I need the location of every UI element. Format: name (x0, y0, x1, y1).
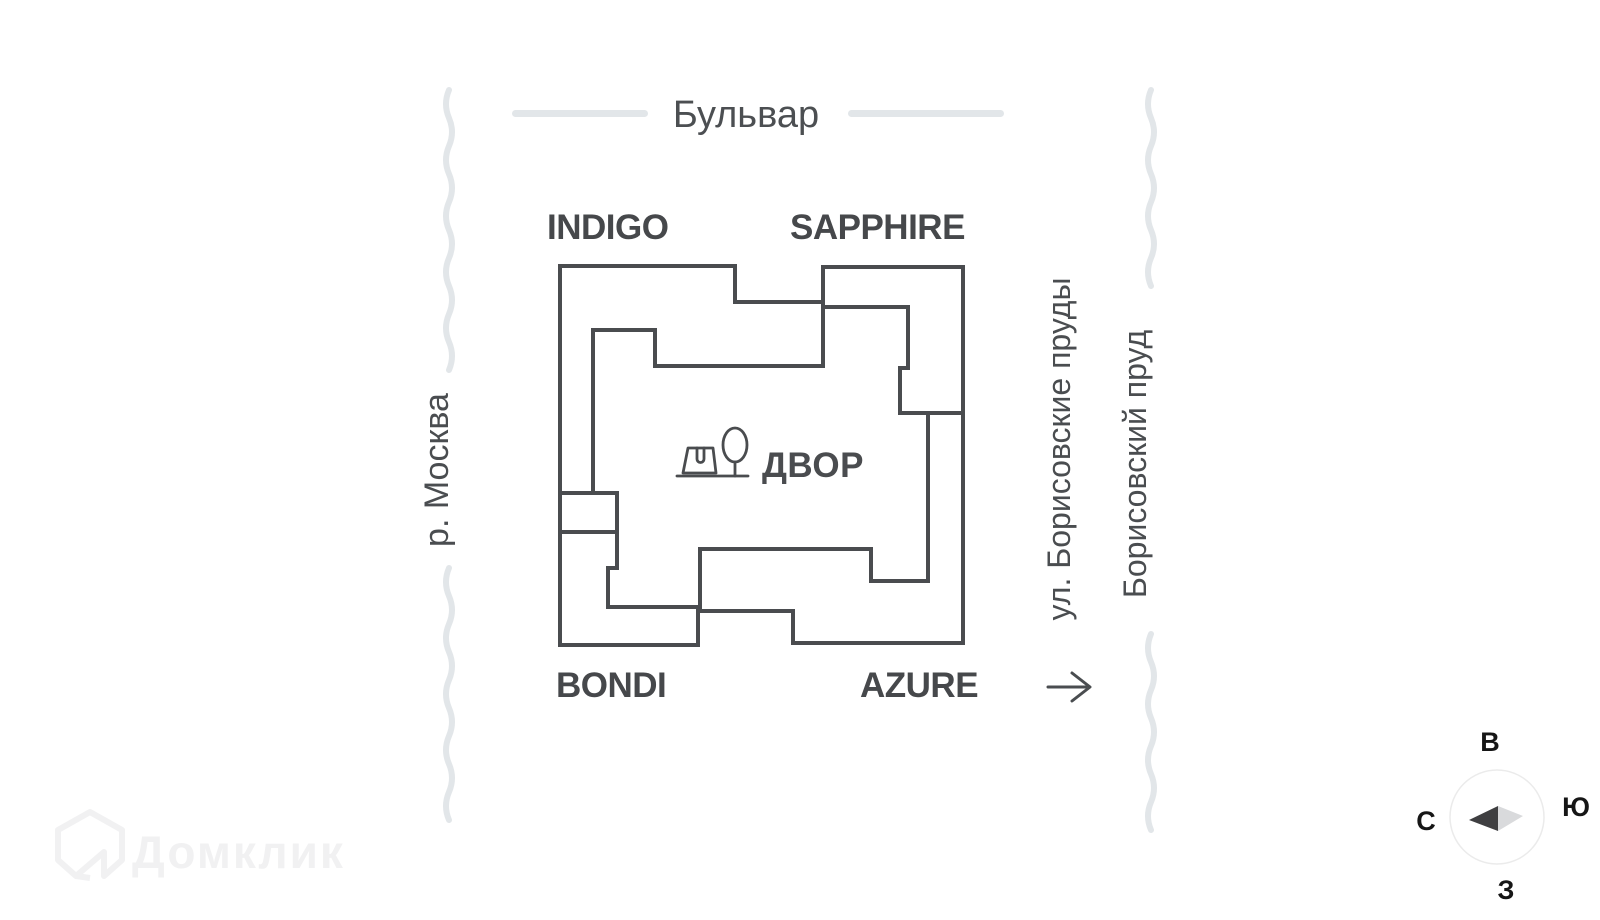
pond-wavy-line-bottom (1145, 631, 1157, 833)
watermark-label: Домклик (132, 826, 345, 878)
compass-south-label: Ю (1562, 792, 1590, 822)
swing-frame (681, 446, 718, 475)
building-azure-shape[interactable] (698, 411, 965, 645)
courtyard-label: ДВОР (762, 446, 864, 485)
boulevard-label: Бульвар (673, 94, 819, 136)
building-bondi-label: BONDI (556, 666, 666, 705)
compass-needle-light (1498, 806, 1523, 831)
residential-complex-map: INDIGO SAPPHIRE BONDI AZURE ДВОР (547, 208, 979, 705)
building-sapphire-label: SAPPHIRE (790, 208, 965, 247)
boulevard-line-right (848, 110, 1004, 117)
compass: В Ю С З (1416, 727, 1590, 905)
building-sapphire-shape[interactable] (821, 265, 965, 415)
boulevard-line-left (512, 110, 648, 117)
boulevard: Бульвар (512, 94, 1004, 136)
swing-seat (695, 446, 706, 464)
river-wavy-line-bottom (443, 565, 455, 823)
compass-east-label: В (1480, 727, 1500, 757)
street-direction-arrow-icon (1046, 671, 1092, 703)
river-label: р. Москва (418, 393, 456, 547)
compass-west-label: З (1498, 875, 1515, 905)
compass-needle-dark (1469, 806, 1498, 831)
compass-north-label: С (1416, 806, 1436, 836)
pond-borisovsky: Борисовский пруд (1117, 87, 1157, 833)
courtyard-playground-icon (675, 426, 750, 478)
street-label: ул. Борисовские пруды (1041, 278, 1077, 621)
pond-wavy-line-top (1145, 87, 1157, 289)
building-indigo-label: INDIGO (547, 208, 668, 247)
watermark-house-icon (55, 809, 125, 881)
building-azure-label: AZURE (860, 666, 978, 705)
pond-label: Борисовский пруд (1117, 330, 1153, 599)
building-bondi-shape[interactable] (558, 530, 700, 647)
building-connector-shape[interactable] (558, 491, 619, 534)
river-moskva: р. Москва (418, 87, 456, 823)
river-wavy-line-top (443, 87, 455, 373)
watermark: Домклик (55, 809, 345, 881)
tree-crown (721, 426, 749, 464)
street-borisovskie-prudy: ул. Борисовские пруды (1041, 278, 1092, 703)
